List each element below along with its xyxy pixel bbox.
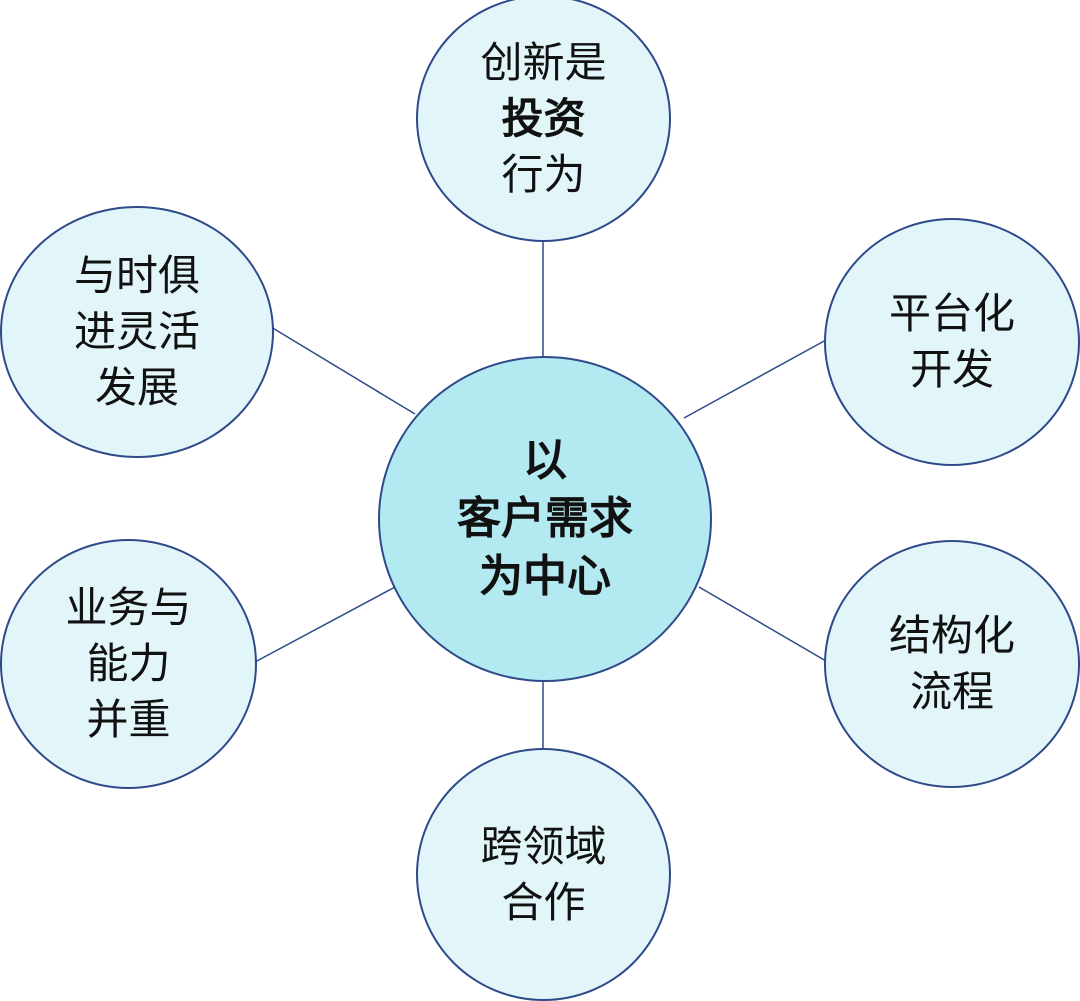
node-bottom-line-2: 合作 (501, 877, 586, 927)
node-lower-right: 结构化 流程 (824, 540, 1080, 788)
node-bottom-label: 跨领域 合作 (480, 819, 606, 931)
node-bottom-line-1: 跨领域 (480, 821, 607, 871)
node-top-line-3: 行为 (501, 149, 586, 199)
center-label: 以 客户需求 为中心 (457, 432, 633, 606)
node-bottom: 跨领域 合作 (416, 748, 671, 1001)
node-lower-left-label: 业务与 能力 并重 (65, 580, 191, 748)
node-top-line-1: 创新是 (480, 37, 607, 87)
center-label-line-3: 为中心 (479, 551, 611, 602)
node-lower-left-line-2: 能力 (86, 639, 171, 688)
node-upper-right-label: 平台化 开发 (889, 286, 1015, 398)
center-node: 以 客户需求 为中心 (378, 356, 712, 682)
node-upper-left-line-3: 发展 (94, 363, 179, 412)
center-label-line-2: 客户需求 (457, 493, 633, 544)
node-top: 创新是 投资 行为 (416, 0, 671, 242)
node-lower-left-line-3: 并重 (86, 695, 171, 744)
node-upper-right: 平台化 开发 (824, 218, 1080, 466)
center-label-line-1: 以 (523, 435, 567, 486)
node-lower-right-label: 结构化 流程 (889, 608, 1015, 720)
node-upper-left-line-1: 与时俱 (73, 251, 200, 300)
connector-lower-right (698, 586, 827, 662)
node-top-label: 创新是 投资 行为 (480, 35, 606, 203)
node-upper-right-line-2: 开发 (909, 345, 994, 394)
connector-upper-left (270, 326, 416, 415)
node-upper-left: 与时俱 进灵活 发展 (0, 206, 274, 458)
connector-lower-left (254, 586, 396, 663)
node-lower-right-line-1: 结构化 (888, 611, 1015, 660)
node-lower-right-line-2: 流程 (909, 667, 994, 716)
connector-upper-right (683, 339, 827, 419)
node-upper-right-line-1: 平台化 (888, 289, 1015, 338)
node-top-line-2: 投资 (501, 93, 586, 143)
node-upper-left-label: 与时俱 进灵活 发展 (74, 248, 200, 416)
node-upper-left-line-2: 进灵活 (73, 307, 200, 356)
node-lower-left-line-1: 业务与 (65, 583, 192, 632)
node-lower-left: 业务与 能力 并重 (0, 539, 257, 789)
